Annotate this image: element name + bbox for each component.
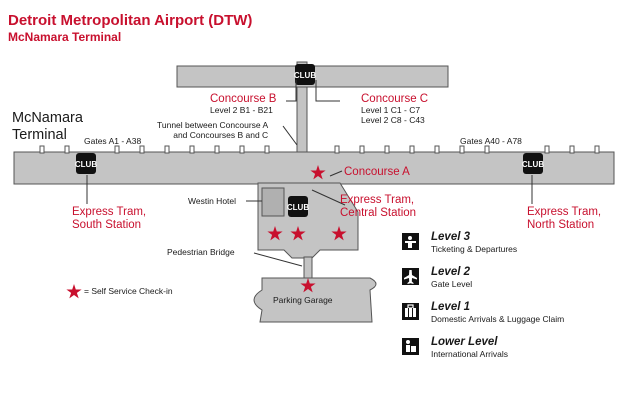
club-badge: CLUB	[75, 153, 97, 174]
leader-lines	[86, 80, 533, 267]
self-service-star	[300, 278, 316, 293]
concourse-c-gates-level1: Level 1 C1 - C7	[361, 105, 421, 115]
lower-level-name: Lower Level	[431, 336, 498, 348]
westin-hotel-building	[261, 187, 285, 217]
gate-stubs	[39, 145, 600, 154]
gates-a-left: Gates A1 - A38	[84, 136, 142, 146]
club-badge: CLUB	[294, 64, 316, 85]
concourse-a-label: Concourse A	[344, 166, 410, 178]
level-3-name: Level 3	[431, 231, 470, 243]
club-badge: CLUB	[287, 196, 309, 217]
concourse-c-label: Concourse C	[361, 93, 429, 105]
svg-text:CLUB: CLUB	[75, 160, 97, 169]
level-1-name: Level 1	[431, 301, 470, 313]
parking-garage-building	[253, 277, 377, 323]
concourse-c-gates-level2: Level 2 C8 - C43	[361, 115, 425, 125]
luggage-icon	[402, 303, 419, 320]
concourse-b-label: Concourse B	[210, 93, 277, 105]
westin-hotel-label: Westin Hotel	[188, 196, 237, 206]
level-2-desc: Gate Level	[431, 279, 473, 289]
tram-central-station-label: Express Tram, Central Station	[340, 194, 417, 220]
legend-star-text: = Self Service Check-in	[84, 286, 173, 296]
svg-text:CLUB: CLUB	[522, 160, 544, 169]
club-badge: CLUB	[522, 153, 544, 174]
tram-south-station-label: Express Tram, South Station	[72, 206, 147, 232]
self-service-star	[310, 165, 326, 180]
airplane-icon	[402, 268, 419, 285]
terminal-label: McNamara Terminal	[12, 110, 83, 143]
level-2-name: Level 2	[431, 266, 470, 278]
map-subtitle: McNamara Terminal	[8, 30, 122, 44]
self-service-star	[267, 226, 283, 241]
level-3-desc: Ticketing & Departures	[431, 244, 518, 254]
concourse-b-gates: Level 2 B1 - B21	[210, 105, 273, 115]
tunnel-note: Tunnel between Concourse A and Concourse…	[157, 120, 269, 140]
self-service-star	[331, 226, 347, 241]
gates-a-right: Gates A40 - A78	[460, 136, 522, 146]
lower-level-desc: International Arrivals	[431, 349, 509, 359]
legend-star-icon	[66, 284, 82, 299]
map-title: Detroit Metropolitan Airport (DTW)	[8, 12, 253, 29]
ticket-counter-icon	[402, 233, 419, 250]
svg-text:CLUB: CLUB	[294, 71, 316, 80]
parking-garage-label: Parking Garage	[273, 295, 333, 305]
level-1-desc: Domestic Arrivals & Luggage Claim	[431, 314, 565, 324]
tram-north-station-label: Express Tram, North Station	[527, 206, 602, 232]
customs-officer-icon	[402, 338, 419, 355]
pedestrian-bridge-label: Pedestrian Bridge	[167, 247, 235, 257]
self-service-star	[290, 226, 306, 241]
svg-text:CLUB: CLUB	[287, 203, 309, 212]
